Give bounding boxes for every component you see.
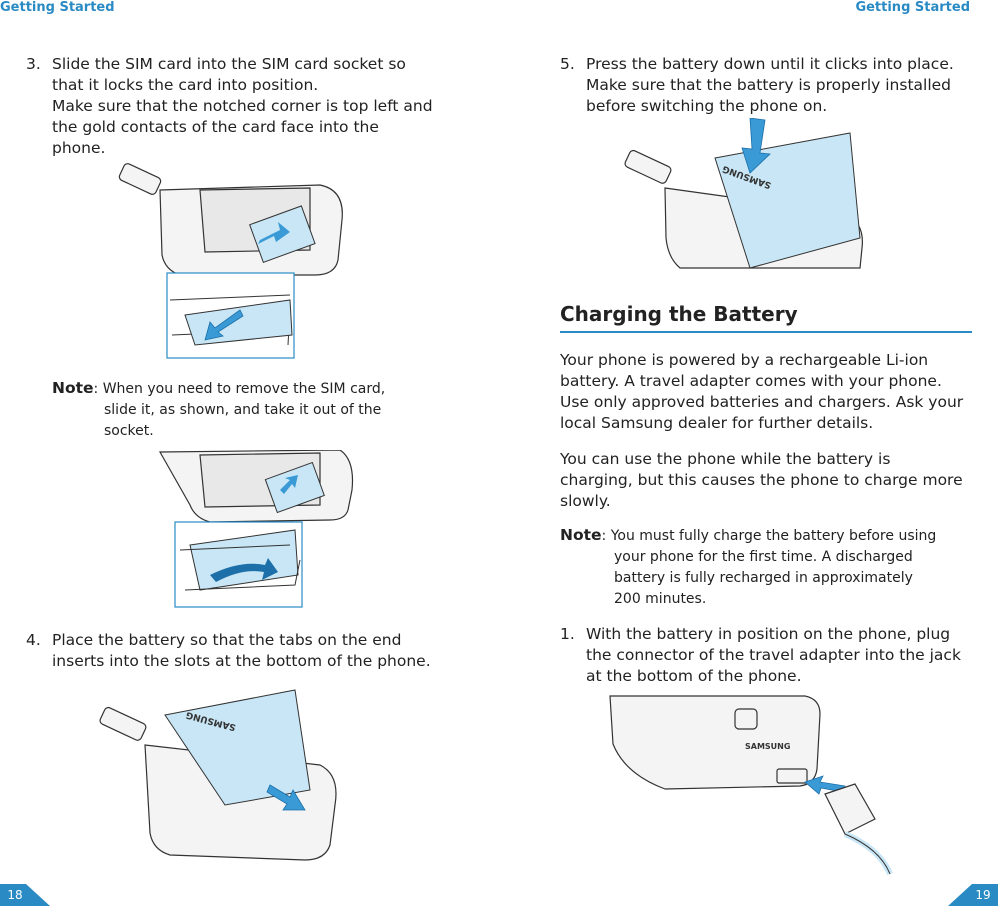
note-label: Note bbox=[560, 526, 602, 544]
step-3-number: 3. bbox=[26, 55, 41, 73]
step-4-number: 4. bbox=[26, 631, 41, 649]
step-3-line: Slide the SIM card into the SIM card soc… bbox=[52, 55, 406, 73]
step-3-line: the gold contacts of the card face into … bbox=[52, 118, 379, 136]
page-number-text: 19 bbox=[975, 888, 991, 902]
note-line: socket. bbox=[104, 423, 154, 439]
step-3-line: that it locks the card into position. bbox=[52, 76, 319, 94]
samsung-logo: SAMSUNG bbox=[745, 742, 790, 751]
paragraph-1: Your phone is powered by a rechargeable … bbox=[560, 350, 980, 434]
note-line: battery is fully recharged in approximat… bbox=[614, 570, 913, 586]
note-line: : When you need to remove the SIM card, bbox=[93, 381, 386, 397]
step-4-line: inserts into the slots at the bottom of … bbox=[52, 652, 431, 670]
note-line: your phone for the first time. A dischar… bbox=[614, 549, 913, 565]
note-line: slide it, as shown, and take it out of t… bbox=[104, 402, 382, 418]
paragraph-line: local Samsung dealer for further details… bbox=[560, 414, 874, 432]
note-remove-sim: Note: When you need to remove the SIM ca… bbox=[52, 378, 432, 442]
step-1-line: the connector of the travel adapter into… bbox=[586, 646, 961, 664]
step-5-line: Make sure that the battery is properly i… bbox=[586, 76, 952, 94]
step-1-line: With the battery in position on the phon… bbox=[586, 625, 951, 643]
running-header-left: Getting Started bbox=[0, 0, 115, 15]
sim-remove-illustration bbox=[158, 450, 354, 608]
paragraph-line: You can use the phone while the battery … bbox=[560, 450, 891, 468]
step-3-line: phone. bbox=[52, 139, 106, 157]
page-number-left: 18 bbox=[0, 884, 50, 906]
note-line: 200 minutes. bbox=[614, 591, 707, 607]
step-5-line: Press the battery down until it clicks i… bbox=[586, 55, 954, 73]
paragraph-line: Your phone is powered by a rechargeable … bbox=[560, 351, 929, 369]
page-number-text: 18 bbox=[7, 888, 23, 902]
step-5-text: Press the battery down until it clicks i… bbox=[586, 54, 986, 117]
section-title: Charging the Battery bbox=[560, 302, 798, 326]
step-1-text: With the battery in position on the phon… bbox=[586, 624, 986, 687]
step-3-text: Slide the SIM card into the SIM card soc… bbox=[52, 54, 452, 159]
paragraph-2: You can use the phone while the battery … bbox=[560, 449, 980, 512]
note-line: : You must fully charge the battery befo… bbox=[601, 528, 937, 544]
step-5-line: before switching the phone on. bbox=[586, 97, 828, 115]
page-number-right: 19 bbox=[948, 884, 998, 906]
step-5-number: 5. bbox=[560, 55, 575, 73]
step-1-number: 1. bbox=[560, 625, 575, 643]
battery-place-illustration: SAMSUNG bbox=[99, 689, 337, 861]
paragraph-line: slowly. bbox=[560, 492, 611, 510]
charger-connect-illustration: SAMSUNG bbox=[609, 695, 893, 876]
running-header-right: Getting Started bbox=[855, 0, 970, 15]
paragraph-line: battery. A travel adapter comes with you… bbox=[560, 372, 942, 390]
note-charge: Note: You must fully charge the battery … bbox=[560, 525, 980, 610]
section-rule bbox=[560, 331, 972, 333]
step-4-text: Place the battery so that the tabs on th… bbox=[52, 630, 452, 672]
paragraph-line: Use only approved batteries and chargers… bbox=[560, 393, 964, 411]
step-4-line: Place the battery so that the tabs on th… bbox=[52, 631, 402, 649]
step-3-line: Make sure that the notched corner is top… bbox=[52, 97, 433, 115]
note-label: Note bbox=[52, 379, 94, 397]
battery-press-illustration: SAMSUNG bbox=[624, 118, 863, 269]
sim-insert-illustration bbox=[118, 163, 343, 359]
paragraph-line: charging, but this causes the phone to c… bbox=[560, 471, 963, 489]
step-1-line: at the bottom of the phone. bbox=[586, 667, 802, 685]
